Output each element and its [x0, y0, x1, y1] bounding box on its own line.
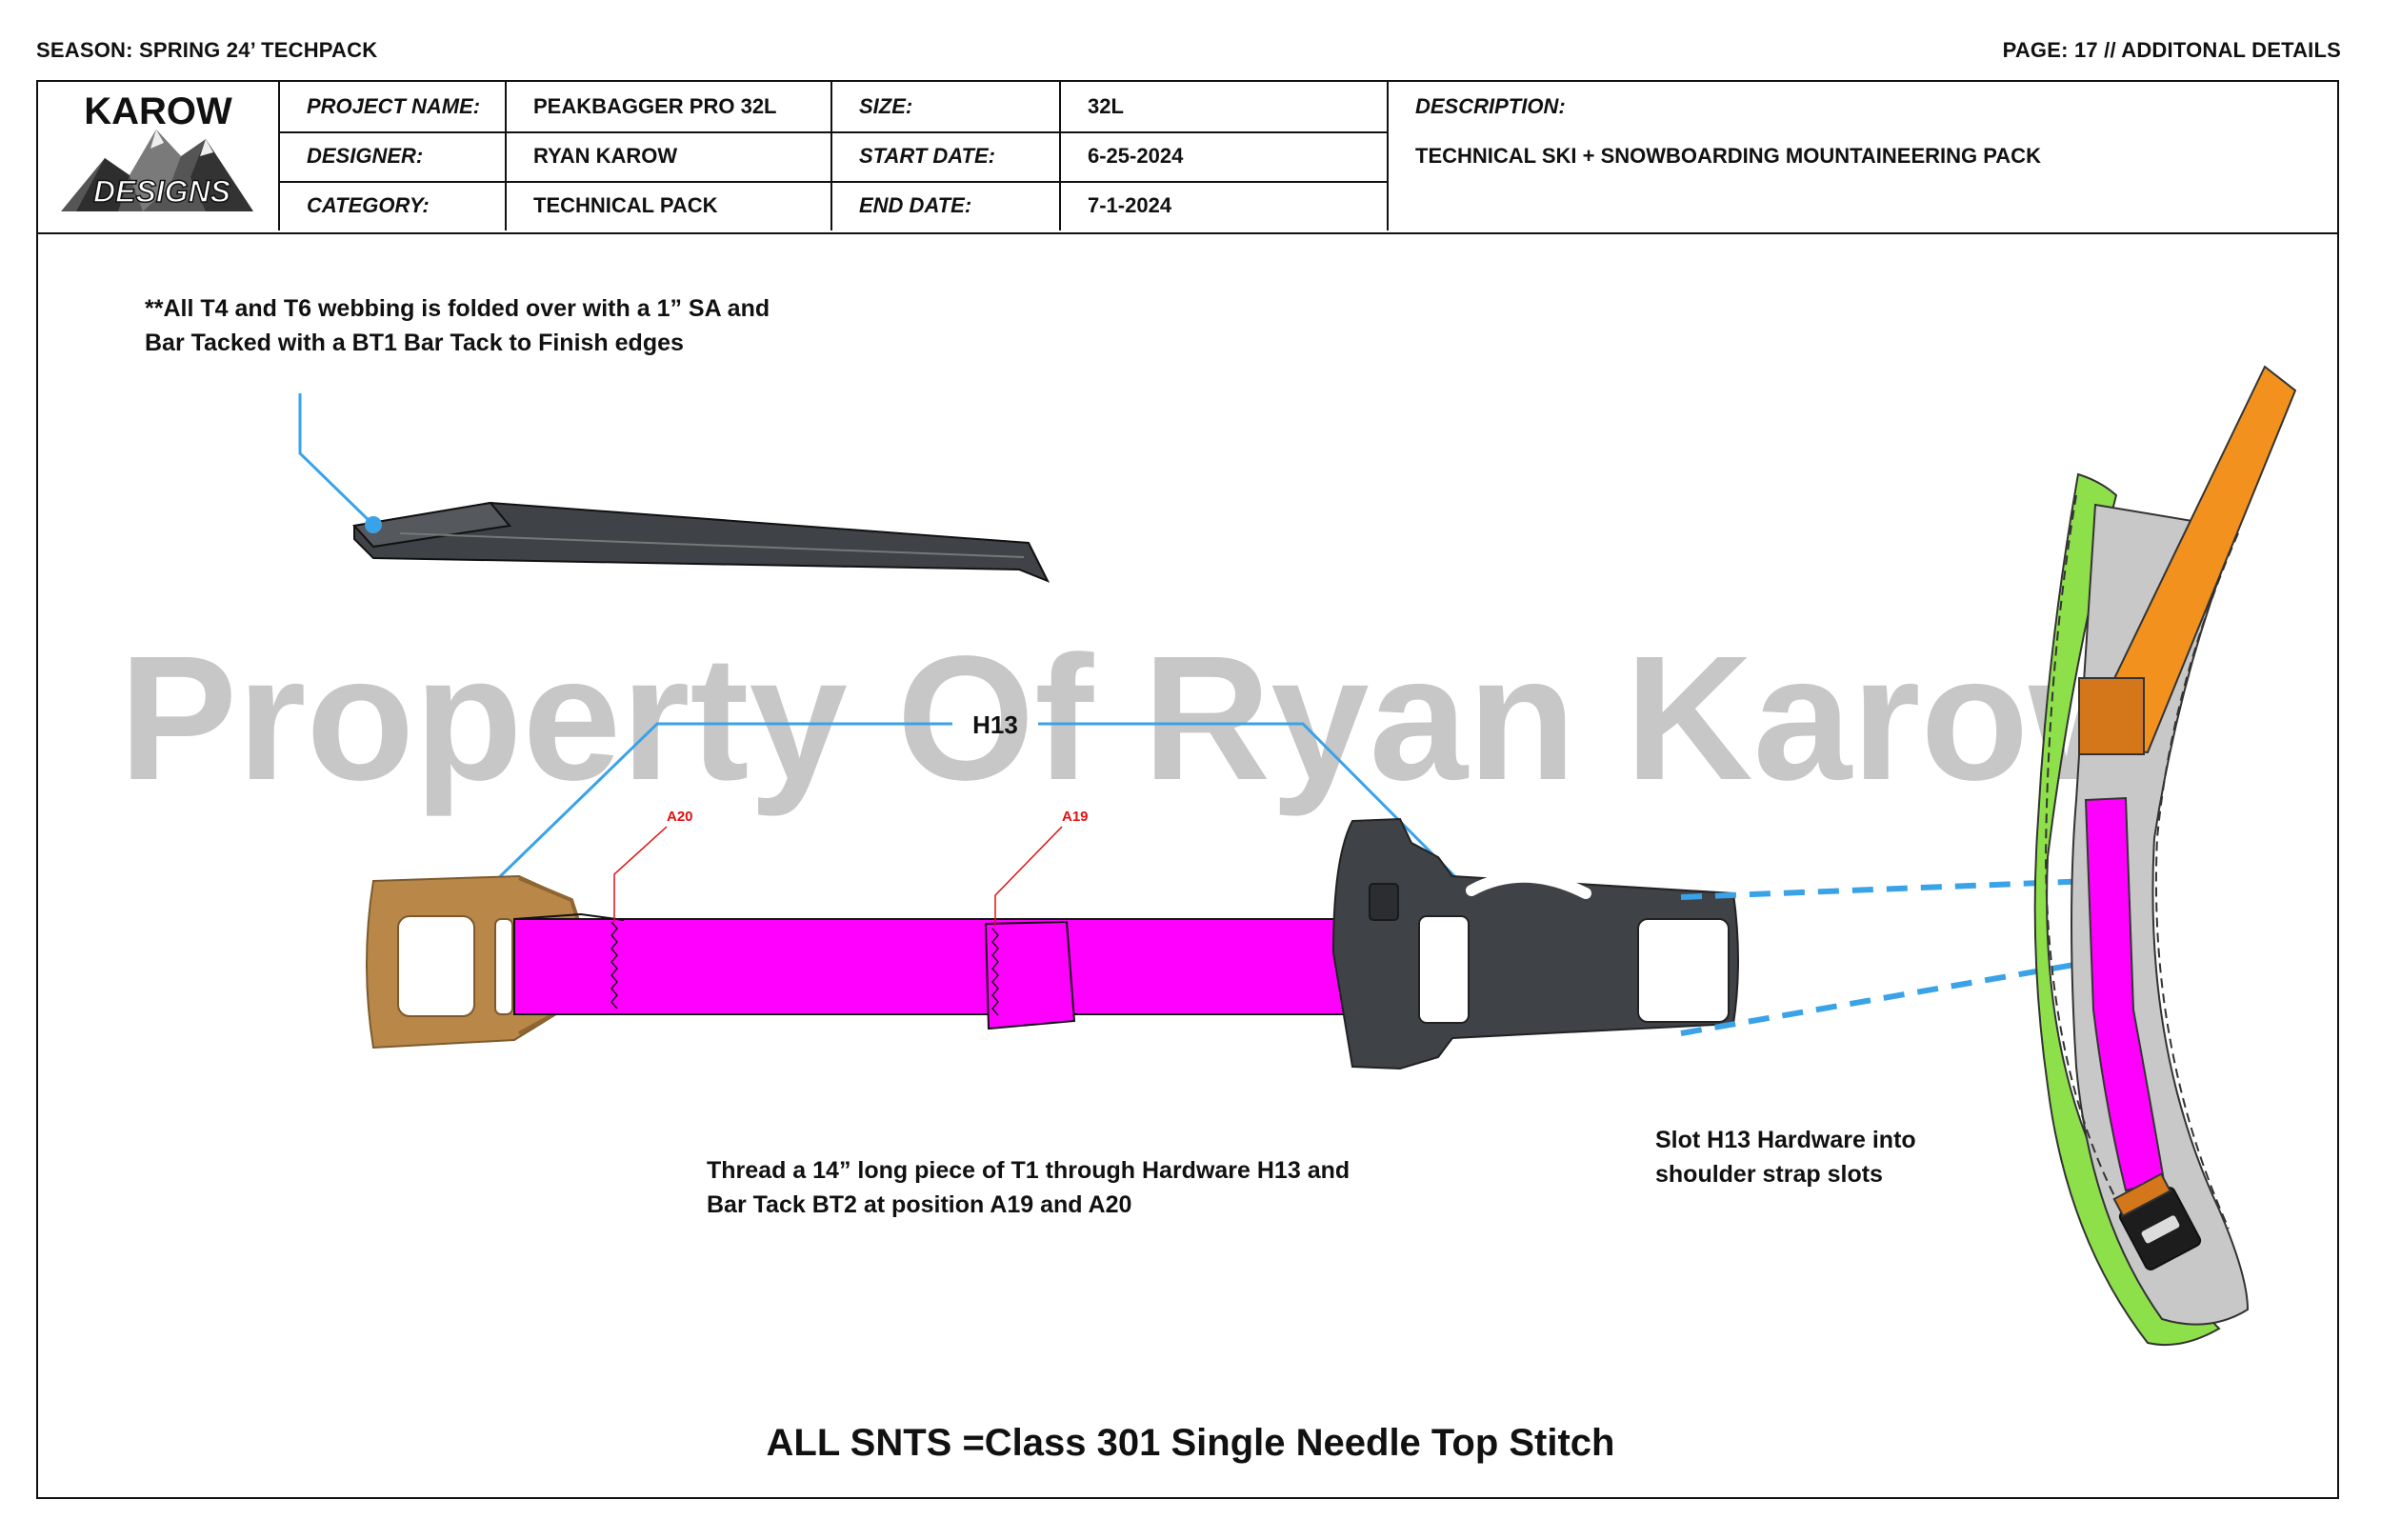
size-label: SIZE:	[859, 94, 913, 118]
end-date-value: 7-1-2024	[1088, 193, 1172, 217]
svg-text:KAROW: KAROW	[84, 90, 232, 132]
thread-note: Thread a 14” long piece of T1 through Ha…	[707, 1157, 1351, 1218]
designer-label: DESIGNER:	[307, 144, 424, 168]
start-date-label: START DATE:	[859, 144, 995, 168]
techpack-sheet: KAROW DESIGNS PROJECT NAME: PEAKBAGGER P…	[36, 80, 2339, 1499]
project-name-value: PEAKBAGGER PRO 32L	[533, 94, 777, 118]
side-release-buckle-icon	[1331, 817, 1739, 1070]
webbing-note: **All T4 and T6 webbing is folded over w…	[145, 295, 770, 356]
a20-label: A20	[667, 809, 693, 825]
season-label: SEASON: SPRING 24’ TECHPACK	[36, 38, 378, 62]
a19-marker: A19	[994, 809, 1089, 926]
page-label: PAGE: 17 // ADDITONAL DETAILS	[2002, 38, 2341, 62]
end-date-label: END DATE:	[859, 193, 972, 217]
size-value: 32L	[1088, 94, 1124, 118]
t1-webbing	[513, 912, 1363, 1030]
a19-label: A19	[1062, 809, 1089, 825]
a20-marker: A20	[613, 809, 693, 922]
shoulder-strap-drawing	[2033, 365, 2297, 1347]
stitch-spec-footer: ALL SNTS =Class 301 Single Needle Top St…	[766, 1422, 1615, 1464]
ladder-lock-cam-icon	[2112, 1172, 2202, 1270]
start-date-value: 6-25-2024	[1088, 144, 1184, 168]
svg-text:DESIGNS: DESIGNS	[93, 174, 231, 209]
category-label: CATEGORY:	[307, 193, 430, 217]
description-value: TECHNICAL SKI + SNOWBOARDING MOUNTAINEER…	[1415, 144, 2041, 168]
project-name-label: PROJECT NAME:	[307, 94, 481, 118]
folded-webbing-drawing	[298, 393, 1050, 583]
description-label: DESCRIPTION:	[1415, 94, 1566, 118]
mountain-logo-icon: KAROW DESIGNS	[61, 90, 253, 211]
category-value: TECHNICAL PACK	[533, 193, 718, 217]
slot-note: Slot H13 Hardware into shoulder strap sl…	[1655, 1127, 1916, 1188]
designer-value: RYAN KAROW	[533, 144, 678, 168]
h13-label: H13	[972, 710, 1018, 739]
title-block: KAROW DESIGNS PROJECT NAME: PEAKBAGGER P…	[38, 82, 2337, 234]
logo: KAROW DESIGNS	[38, 82, 280, 230]
watermark: Property Of Ryan Karow	[119, 620, 2168, 817]
